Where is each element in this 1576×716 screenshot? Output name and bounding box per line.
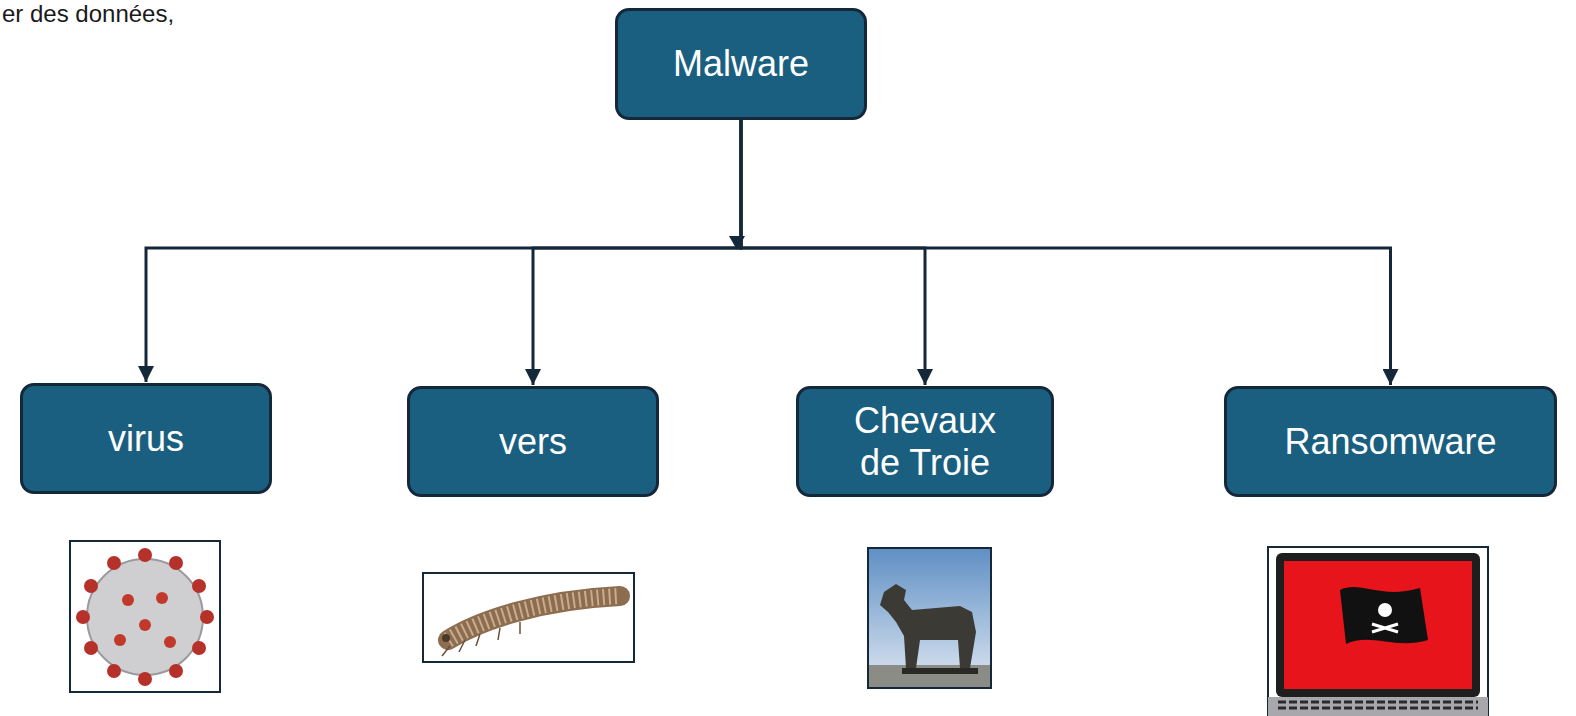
box-label: Malware xyxy=(673,43,809,84)
category-box: Ransomware xyxy=(1224,386,1557,497)
tree-connector xyxy=(146,120,741,382)
root-box: Malware xyxy=(615,8,867,120)
cut-off-text: er des données, xyxy=(2,0,174,28)
box-label: vers xyxy=(499,421,567,462)
box-label: Chevaux de Troie xyxy=(839,400,1011,483)
worm-picture xyxy=(423,573,634,662)
tree-connector xyxy=(741,120,925,385)
box-label: Ransomware xyxy=(1284,421,1496,462)
box-label: virus xyxy=(108,418,184,459)
category-box: virus xyxy=(20,383,272,494)
ransomware-picture xyxy=(1268,547,1488,716)
category-box: vers xyxy=(407,386,659,497)
tree-connector xyxy=(741,120,1391,385)
virus-picture xyxy=(70,541,220,692)
category-box: Chevaux de Troie xyxy=(796,386,1054,497)
tree-connector xyxy=(533,120,741,385)
trojan-horse-picture xyxy=(868,548,991,688)
